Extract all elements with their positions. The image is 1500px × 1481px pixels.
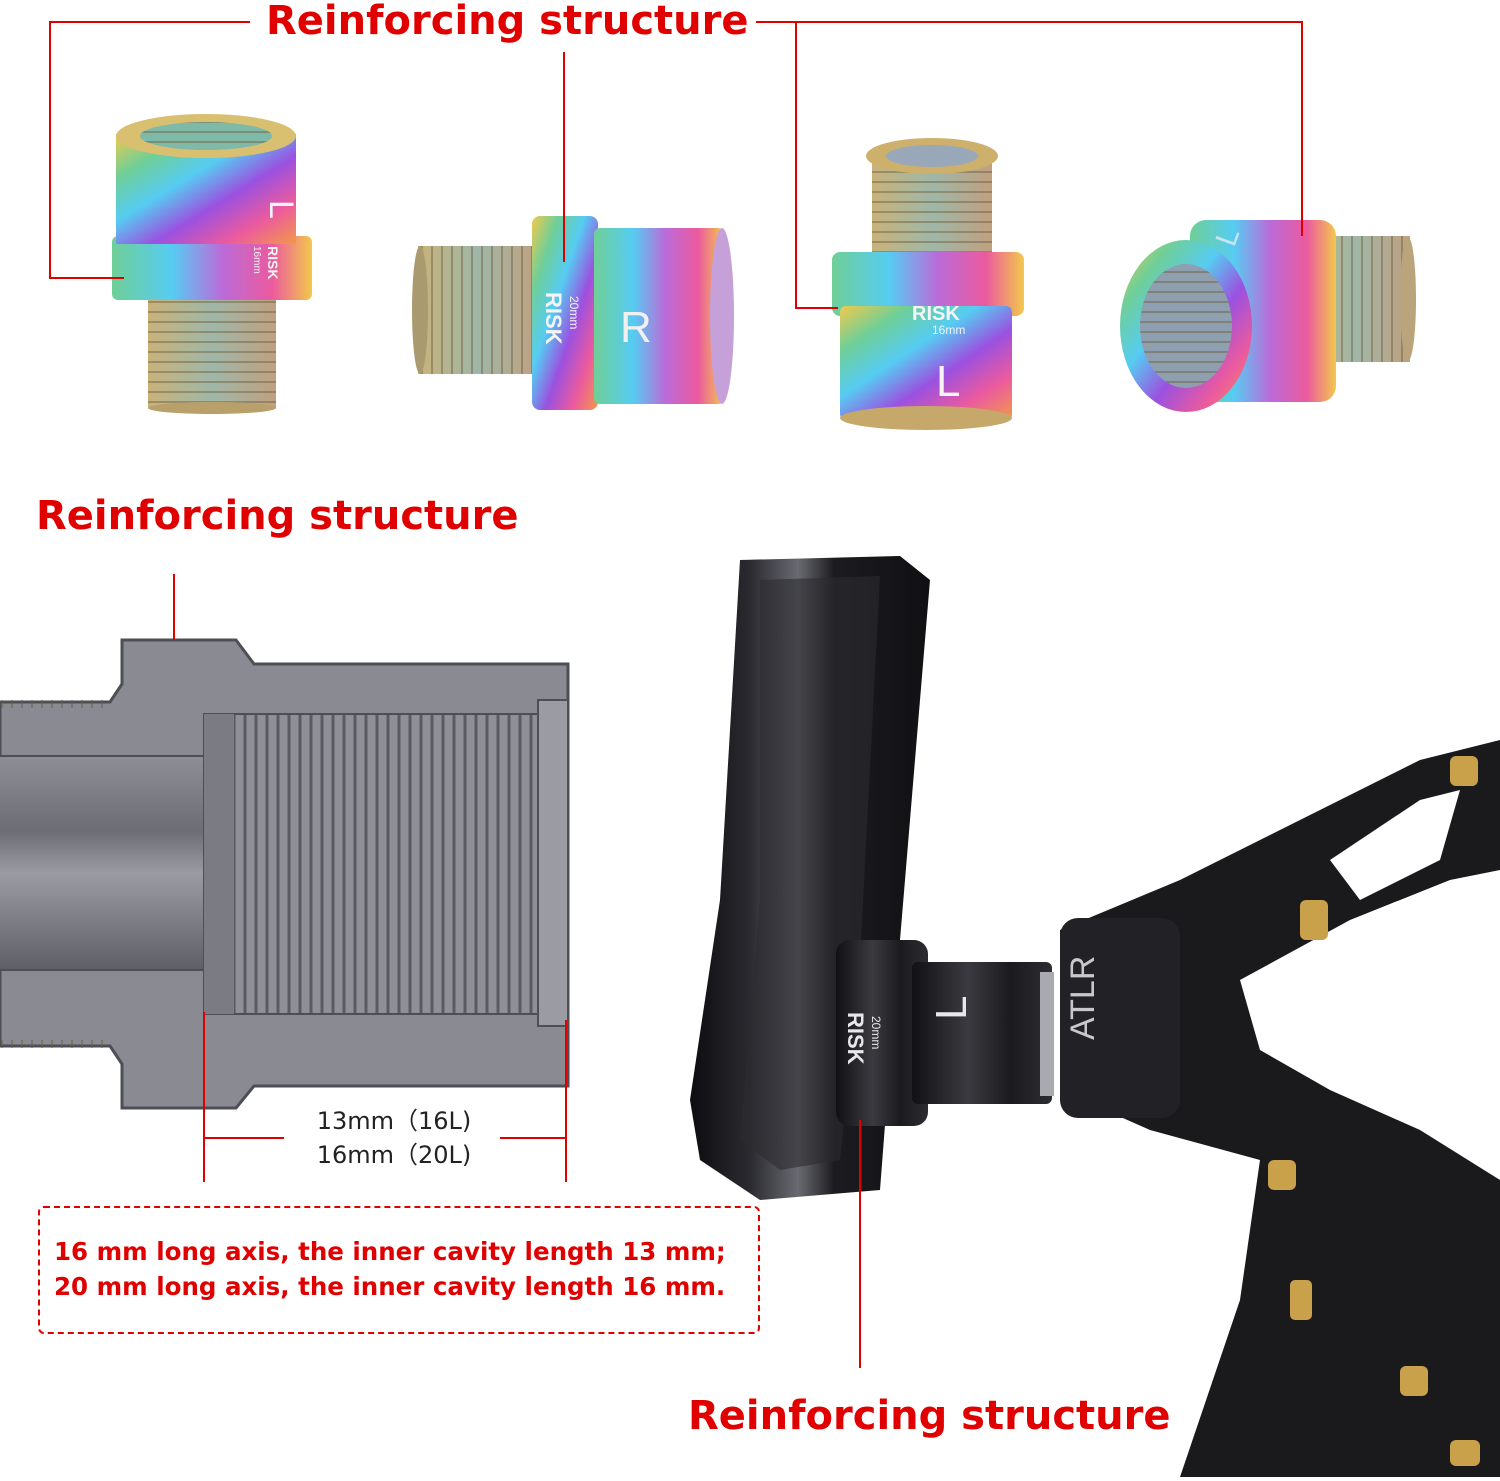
adapter-part-3: RISK 16mm L	[832, 138, 1024, 430]
part-3-side-mark: L	[936, 357, 960, 406]
part-2-size: 20mm	[567, 296, 581, 329]
adapter-part-2: RISK 20mm R	[412, 216, 734, 410]
pedal-brand: ATLR	[1064, 956, 1102, 1040]
dimension-16l: 13mm（16L)	[316, 1107, 472, 1135]
part-1-size: 16mm	[251, 246, 262, 274]
dimension-lines	[203, 1012, 567, 1182]
top-reinforcing-label: Reinforcing structure	[258, 0, 757, 44]
adapter-part-1: L RISK 16mm	[112, 114, 312, 414]
top-callout-lines	[49, 21, 1303, 309]
dimension-20l: 16mm（20L)	[316, 1141, 472, 1169]
pedal-pins	[1268, 756, 1480, 1466]
part-1-side-mark: L	[262, 200, 300, 219]
installed-brand: RISK	[843, 1012, 868, 1065]
installed-photo: ATLR RISK 20mm L	[690, 556, 1500, 1477]
part-2-brand: RISK	[541, 292, 566, 345]
middle-reinforcing-label: Reinforcing structure	[36, 493, 519, 539]
note-line-20mm: 20 mm long axis, the inner cavity length…	[54, 1272, 726, 1301]
cavity-dimensions: 13mm（16L) 16mm（20L)	[296, 1104, 492, 1172]
part-2-side-mark: R	[620, 303, 652, 352]
installed-size: 20mm	[869, 1016, 883, 1049]
part-1-brand: RISK	[265, 246, 281, 279]
part-3-size: 16mm	[932, 323, 965, 337]
adapter-part-4: L	[1120, 220, 1416, 412]
installed-side-mark: L	[927, 996, 976, 1020]
part-3-brand: RISK	[912, 303, 960, 325]
note-line-16mm: 16 mm long axis, the inner cavity length…	[54, 1237, 726, 1266]
cross-section-drawing	[0, 638, 570, 1110]
bottom-reinforcing-label: Reinforcing structure	[688, 1393, 1171, 1439]
cavity-length-note: 16 mm long axis, the inner cavity length…	[38, 1206, 760, 1334]
